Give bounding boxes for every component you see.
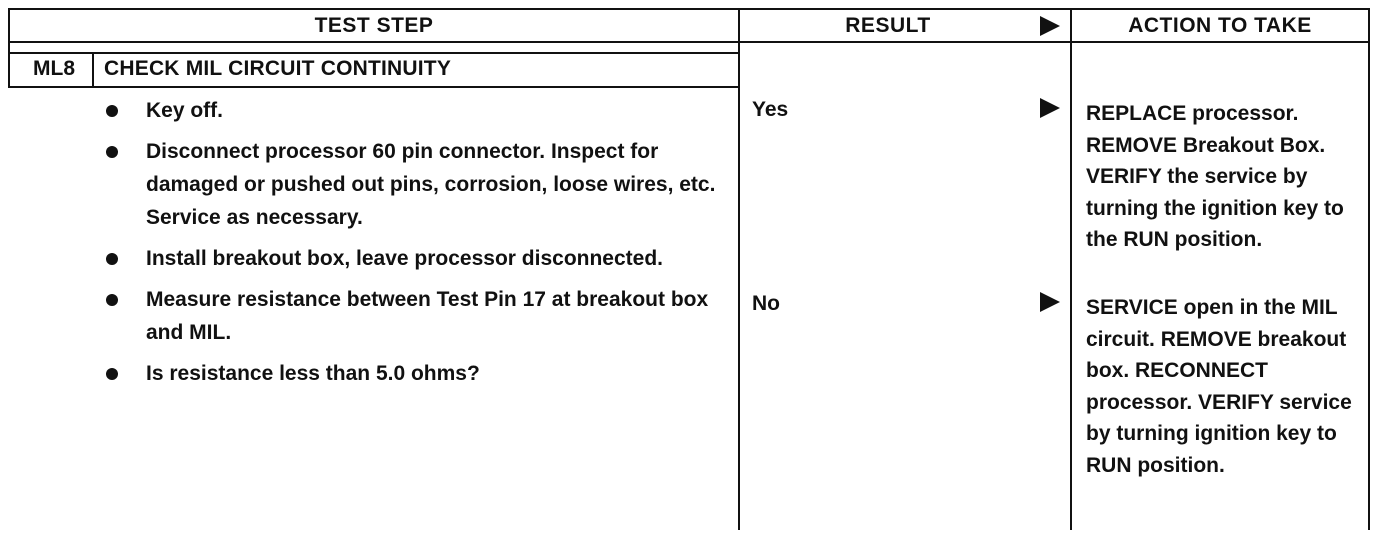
header-bottom-rule (8, 41, 1370, 43)
list-item-text: Install breakout box, leave processor di… (146, 247, 664, 270)
bullet-dot-icon (106, 146, 118, 158)
step-id-top-rule (8, 52, 738, 54)
bullet-dot-icon (106, 294, 118, 306)
result-yes: Yes (752, 98, 789, 121)
step-title-bottom-rule (8, 86, 738, 88)
test-step-list: Key off. Disconnect processor 60 pin con… (100, 94, 720, 398)
left-border (8, 8, 10, 88)
bullet-dot-icon (106, 105, 118, 117)
bullet-dot-icon (106, 253, 118, 265)
table-top-rule (8, 8, 1370, 10)
header-action-to-take: ACTION TO TAKE (1128, 14, 1312, 37)
list-item-text: Key off. (146, 99, 224, 122)
list-item-text: Disconnect processor 60 pin connector. I… (146, 140, 716, 229)
step-title: CHECK MIL CIRCUIT CONTINUITY (104, 57, 452, 80)
list-item: Install breakout box, leave processor di… (100, 242, 720, 275)
action-column-divider (1070, 8, 1072, 530)
right-border (1368, 8, 1370, 530)
result-no-arrow-right-icon (1040, 292, 1060, 312)
result-yes-arrow-right-icon (1040, 98, 1060, 118)
step-id: ML8 (33, 57, 75, 80)
bullet-dot-icon (106, 368, 118, 380)
header-test-step: TEST STEP (314, 14, 434, 37)
list-item: Key off. (100, 94, 720, 127)
step-id-divider (92, 52, 94, 88)
header-arrow-right-icon (1040, 16, 1060, 36)
list-item: Is resistance less than 5.0 ohms? (100, 357, 720, 390)
list-item: Disconnect processor 60 pin connector. I… (100, 135, 720, 234)
list-item-text: Measure resistance between Test Pin 17 a… (146, 288, 709, 344)
action-no: SERVICE open in the MIL circuit. REMOVE … (1086, 296, 1352, 477)
header-result: RESULT (845, 14, 931, 37)
list-item-text: Is resistance less than 5.0 ohms? (146, 362, 480, 385)
action-yes: REPLACE processor. REMOVE Breakout Box. … (1086, 102, 1344, 251)
list-item: Measure resistance between Test Pin 17 a… (100, 283, 720, 349)
result-column-divider (738, 8, 740, 530)
result-no: No (752, 292, 780, 315)
